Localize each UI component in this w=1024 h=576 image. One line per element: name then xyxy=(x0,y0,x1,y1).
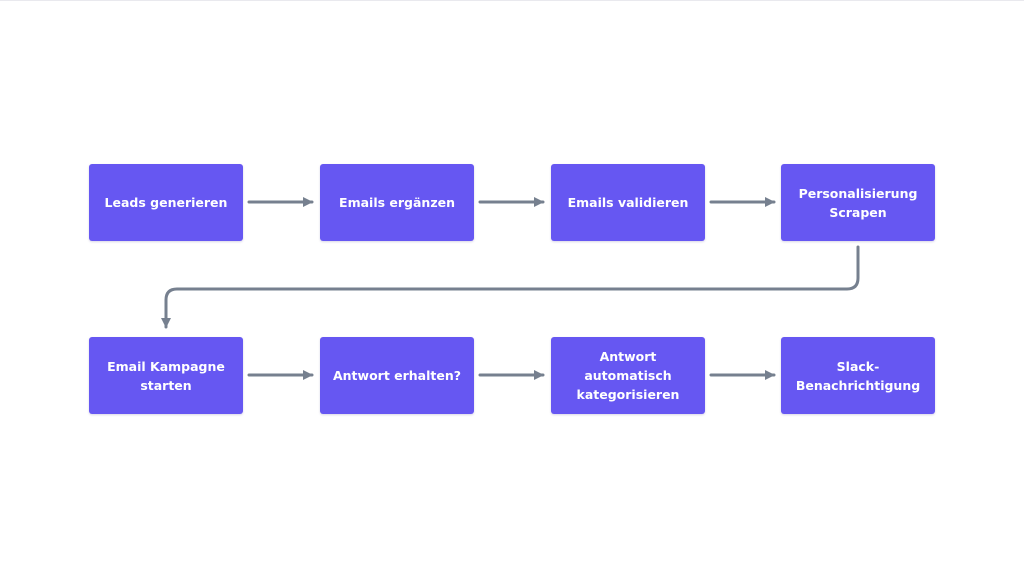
node-label: Antwort erhalten? xyxy=(332,368,462,383)
node-label: Emails ergänzen xyxy=(339,195,455,210)
arrow-personalisierung-to-kampagne xyxy=(161,245,860,329)
node-email-kampagne-starten: Email Kampagne starten xyxy=(89,337,243,414)
node-label: Slack- Benachrichtigung xyxy=(795,358,921,393)
node-label: Emails validieren xyxy=(567,195,689,210)
node-slack-benachrichtigung: Slack- Benachrichtigung xyxy=(781,337,935,414)
node-leads-generieren: Leads generieren xyxy=(89,164,243,241)
node-antwort-erhalten: Antwort erhalten? xyxy=(320,337,474,414)
node-emails-ergaenzen: Emails ergänzen xyxy=(320,164,474,241)
node-emails-validieren: Emails validieren xyxy=(551,164,705,241)
node-label: Antwort automatisch kategorisieren xyxy=(576,349,680,402)
node-label: Email Kampagne starten xyxy=(107,358,225,393)
top-border-line xyxy=(0,0,1024,1)
node-label: Personalisierung Scrapen xyxy=(798,185,918,220)
node-label: Leads generieren xyxy=(104,195,228,210)
node-antwort-kategorisieren: Antwort automatisch kategorisieren xyxy=(551,337,705,414)
node-personalisierung-scrapen: Personalisierung Scrapen xyxy=(781,164,935,241)
